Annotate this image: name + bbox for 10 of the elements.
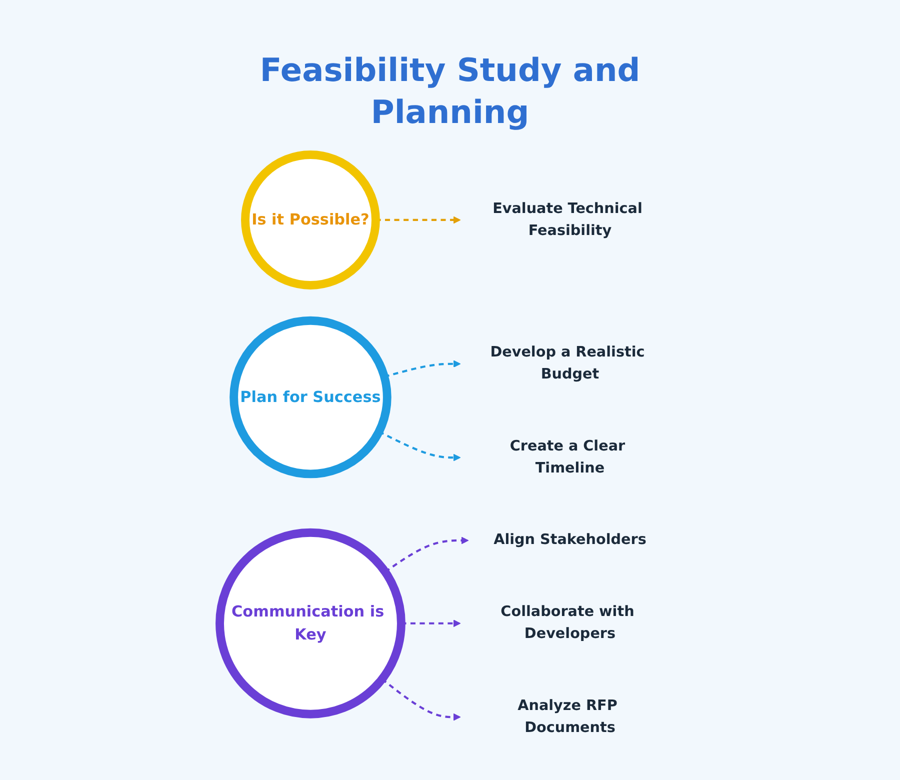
node-circle: Plan for Success bbox=[230, 316, 392, 478]
node-text: Create a Clear Timeline bbox=[510, 438, 626, 476]
diagram-title: Feasibility Study and Planning bbox=[258, 50, 642, 133]
node-circle: Communication is Key bbox=[216, 528, 406, 718]
node-text: Evaluate Technical Feasibility bbox=[492, 200, 643, 239]
node-text: Develop a Realistic Budget bbox=[490, 344, 646, 383]
node-text: Analyze RFP Documents bbox=[518, 697, 618, 736]
node-circle: Is it Possible? bbox=[241, 150, 380, 290]
node-text: Align Stakeholders bbox=[494, 532, 647, 548]
node-text: Collaborate with Developers bbox=[500, 604, 635, 642]
